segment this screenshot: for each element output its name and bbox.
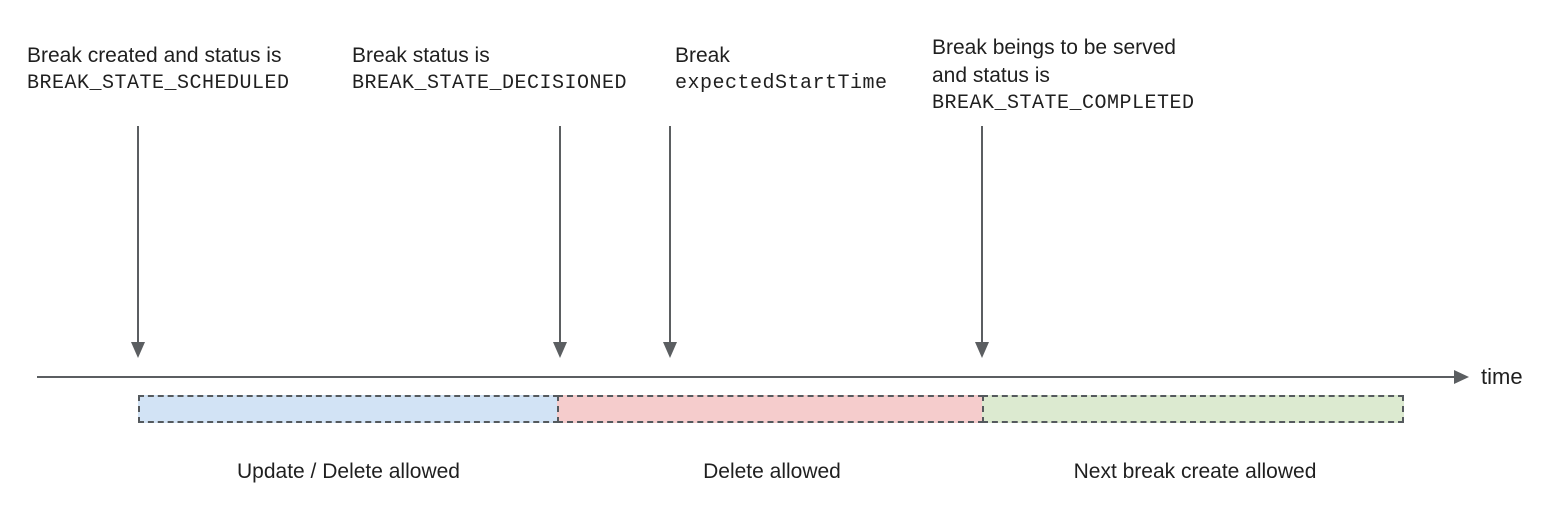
annotation-text: and status is: [932, 64, 1050, 87]
annotation-break-completed: Break beings to be served and status is …: [932, 34, 1195, 118]
phase-label-update-delete: Update / Delete allowed: [237, 460, 460, 483]
arrow-head-icon: [663, 342, 677, 358]
annotation-text: Break created and status is: [27, 44, 282, 67]
time-axis-arrow-icon: [1454, 370, 1469, 384]
arrow-head-icon: [131, 342, 145, 358]
annotation-text: Break status is: [352, 44, 490, 67]
annotation-text: Break: [675, 44, 730, 67]
arrow-head-icon: [553, 342, 567, 358]
arrow-shaft: [981, 126, 983, 342]
arrow-shaft: [669, 126, 671, 342]
segment-delete-allowed: [557, 395, 984, 423]
time-axis-label: time: [1481, 364, 1523, 389]
annotation-state-code: BREAK_STATE_DECISIONED: [352, 72, 628, 95]
arrow-shaft: [559, 126, 561, 342]
annotation-field-code: expectedStartTime: [675, 72, 888, 95]
arrow-shaft: [137, 126, 139, 342]
phase-bar: [138, 395, 1404, 423]
phase-label-delete: Delete allowed: [703, 460, 841, 483]
segment-update-delete-allowed: [138, 395, 559, 423]
annotation-state-code: BREAK_STATE_SCHEDULED: [27, 72, 290, 95]
time-axis-line: [37, 376, 1456, 378]
annotation-break-scheduled: Break created and status is BREAK_STATE_…: [27, 42, 290, 98]
arrow-head-icon: [975, 342, 989, 358]
segment-next-break-create-allowed: [982, 395, 1404, 423]
annotation-text: Break beings to be served: [932, 36, 1176, 59]
annotation-state-code: BREAK_STATE_COMPLETED: [932, 92, 1195, 115]
phase-label-next-break-create: Next break create allowed: [1073, 460, 1317, 483]
annotation-expected-start-time: Break expectedStartTime: [675, 42, 888, 98]
annotation-break-decisioned: Break status is BREAK_STATE_DECISIONED: [352, 42, 627, 98]
